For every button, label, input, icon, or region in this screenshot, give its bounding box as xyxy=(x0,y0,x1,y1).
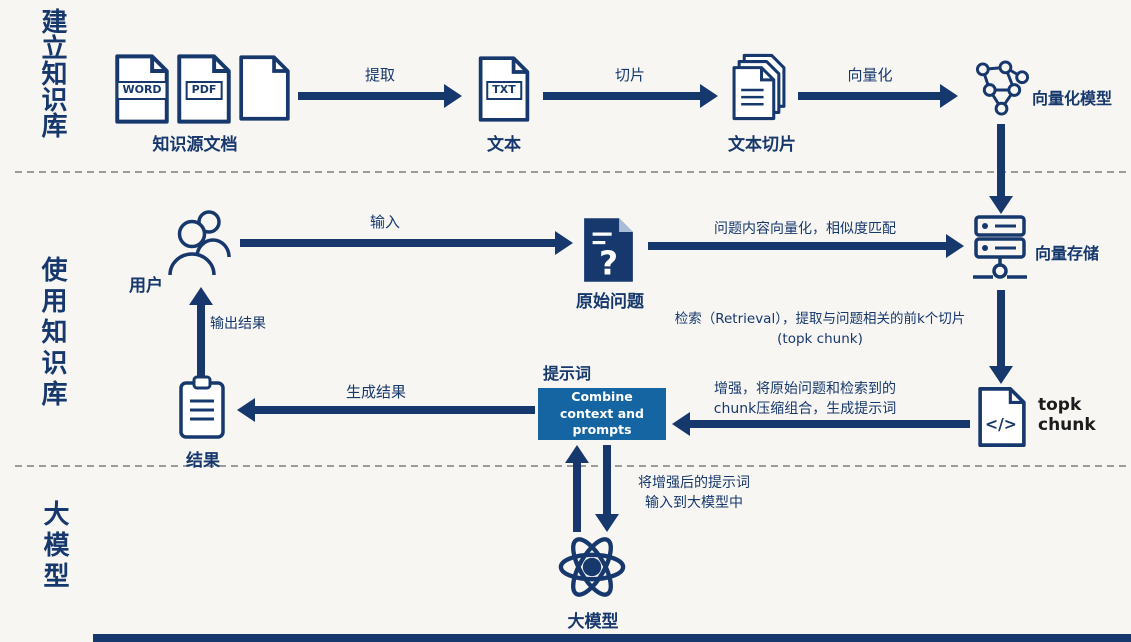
arrow-shaft xyxy=(240,239,555,247)
slice-label: 切片 xyxy=(614,66,645,84)
section-label-model: 大模型 xyxy=(39,500,69,593)
vector-store-label: 向量存储 xyxy=(1035,244,1100,263)
combine-box: Combine context and prompts xyxy=(538,388,666,440)
word-badge: WORD xyxy=(116,81,168,100)
arrow-shaft xyxy=(197,305,205,376)
to-model-label-line1: 将增强后的提示词 xyxy=(638,475,750,491)
arrow-model-to-store xyxy=(989,124,1013,214)
code-doc-icon: </> xyxy=(977,385,1027,449)
arrow-box-to-model xyxy=(595,445,619,532)
arrow-shaft xyxy=(648,242,946,250)
match-label: 问题内容向量化，相似度匹配 xyxy=(714,221,896,237)
prompt-title: 提示词 xyxy=(543,364,592,383)
arrow-augment xyxy=(672,412,970,436)
generate-label: 生成结果 xyxy=(345,383,406,401)
vectorize-label: 向量化 xyxy=(847,66,893,84)
server-icon xyxy=(969,213,1031,287)
output-label: 输出结果 xyxy=(210,316,266,332)
arrow-head xyxy=(444,84,462,108)
arrow-shaft xyxy=(690,420,970,428)
arrow-head xyxy=(989,196,1013,214)
to-model-label: 将增强后的提示词 输入到大模型中 xyxy=(624,473,764,513)
arrow-head xyxy=(940,84,958,108)
network-graph-icon xyxy=(973,60,1030,120)
section-label-build: 建立知识库 xyxy=(37,8,67,138)
user-label: 用户 xyxy=(129,276,163,296)
arrow-shaft xyxy=(997,124,1005,196)
arrow-head xyxy=(189,287,213,305)
arrow-generate xyxy=(237,398,535,422)
topk-label: topk chunk xyxy=(1038,395,1096,435)
arrow-head xyxy=(946,234,964,258)
augment-label-line1: 增强，将原始问题和检索到的 xyxy=(714,381,896,397)
people-icon xyxy=(167,207,233,279)
arrow-vectorize xyxy=(798,84,958,108)
result-label: 结果 xyxy=(186,451,220,471)
arrow-slice xyxy=(543,84,718,108)
arrow-store-to-topk xyxy=(989,290,1013,384)
to-model-label-line2: 输入到大模型中 xyxy=(645,495,743,511)
bottom-accent-bar xyxy=(93,634,1131,642)
arrow-head xyxy=(672,412,690,436)
arrow-shaft xyxy=(573,463,581,532)
blank-doc-icon xyxy=(238,51,291,125)
arrow-head xyxy=(595,514,619,532)
arrow-output xyxy=(189,287,213,376)
source-docs-label: 知识源文档 xyxy=(152,135,238,155)
pdf-badge: PDF xyxy=(185,81,223,100)
txt-doc-icon: TXT xyxy=(477,55,531,123)
extract-label: 提取 xyxy=(364,66,395,84)
word-doc-icon: WORD xyxy=(112,53,172,125)
retrieval-label: 检索（Retrieval），提取与问题相关的前k个切片 (topk chunk) xyxy=(645,309,995,349)
arrow-shaft xyxy=(298,92,444,100)
augment-label: 增强，将原始问题和检索到的 chunk压缩组合，生成提示词 xyxy=(655,379,955,419)
stacked-docs-icon xyxy=(731,53,788,123)
vector-model-label: 向量化模型 xyxy=(1032,89,1113,108)
arrow-head xyxy=(565,445,589,463)
arrow-head xyxy=(700,84,718,108)
augment-label-line2: chunk压缩组合，生成提示词 xyxy=(713,401,897,417)
code-glyph: </> xyxy=(985,416,1017,434)
retrieval-label-line1: 检索（Retrieval），提取与问题相关的前k个切片 xyxy=(674,311,966,327)
question-label: 原始问题 xyxy=(576,292,644,312)
arrow-head xyxy=(237,398,255,422)
arrow-model-to-box xyxy=(565,445,589,532)
question-doc-icon: ? xyxy=(582,215,635,285)
chunks-label: 文本切片 xyxy=(728,135,796,155)
retrieval-label-line2: (topk chunk) xyxy=(777,331,863,347)
llm-label: 大模型 xyxy=(567,612,619,632)
arrow-match xyxy=(648,234,964,258)
atom-icon xyxy=(557,533,627,601)
arrow-shaft xyxy=(798,92,940,100)
txt-badge: TXT xyxy=(486,81,522,100)
arrow-head xyxy=(555,231,573,255)
arrow-head xyxy=(989,366,1013,384)
text-label: 文本 xyxy=(487,135,521,155)
clipboard-icon xyxy=(177,375,227,441)
arrow-shaft xyxy=(997,290,1005,366)
section-label-use: 使用知识库 xyxy=(37,256,67,411)
separator-line-top xyxy=(15,171,1131,173)
input-label: 输入 xyxy=(369,213,400,231)
arrow-shaft xyxy=(543,92,700,100)
arrow-shaft xyxy=(603,445,611,514)
pdf-doc-icon: PDF xyxy=(175,53,233,125)
arrow-input xyxy=(240,231,573,255)
question-glyph: ? xyxy=(599,244,618,282)
arrow-shaft xyxy=(255,406,535,414)
arrow-extract xyxy=(298,84,462,108)
